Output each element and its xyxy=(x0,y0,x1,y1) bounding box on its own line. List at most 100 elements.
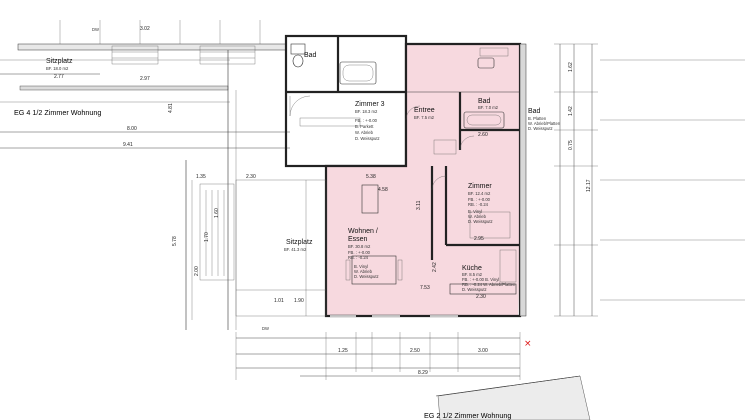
apartment-label: EG 4 1/2 Zimmer Wohnung xyxy=(14,108,101,117)
room-name: Entree xyxy=(414,107,435,114)
spec-line: D. Weissputz xyxy=(354,274,379,279)
spec-line: W. Abrieb/Platten xyxy=(528,121,561,126)
dimension: 2.97 xyxy=(140,76,150,82)
dimension: 5.38 xyxy=(366,174,376,180)
dimension: 8.00 xyxy=(127,126,137,132)
bathtub-inner xyxy=(342,64,374,82)
dimension: 1.62 xyxy=(568,62,574,72)
dimension: 1.35 xyxy=(196,174,206,180)
room-area: BF. 18.0 m2 xyxy=(46,66,69,71)
spec-line: FB. : +-0.00 xyxy=(355,118,378,123)
room-name: Küche xyxy=(462,265,482,272)
room-area: BF. 30.8 m2 xyxy=(348,244,371,249)
sink xyxy=(477,57,495,69)
spec-line: B. Vinyl xyxy=(354,264,368,269)
dimension: 2.30 xyxy=(476,294,486,300)
sitzplatz-area xyxy=(199,179,327,317)
bathtub xyxy=(463,111,505,129)
bathtub xyxy=(339,61,377,85)
room-name: Zimmer 3 xyxy=(355,101,385,108)
spec-line: FB. : +-0.00 B. Vinyl xyxy=(462,277,499,282)
close-icon: × xyxy=(524,339,532,349)
door-swing xyxy=(431,175,447,191)
spec-line: W. Abrieb xyxy=(468,214,487,219)
dimension: 1.25 xyxy=(338,348,348,354)
dimension: 5.78 xyxy=(172,236,178,246)
dimension: 1.90 xyxy=(294,298,304,304)
spec-line: B. Vinyl xyxy=(468,209,482,214)
room-name: Wohnen / xyxy=(348,228,378,235)
room-specs: FB. : +-0.00 B. Parkett W. Abrieb D. Wei… xyxy=(355,118,380,141)
wardrobe xyxy=(433,139,457,155)
spec-line: D. Weissputz xyxy=(468,219,493,224)
spec-line: W. Abrieb xyxy=(355,130,374,135)
room-area: BF. 7.5 m2 xyxy=(414,115,435,120)
chair xyxy=(345,259,351,281)
spec-line: D. Weissputz xyxy=(355,136,380,141)
wall-band xyxy=(17,43,287,51)
spec-line: W. Abrieb xyxy=(354,269,373,274)
dimension: 1.42 xyxy=(568,106,574,116)
dimension: 2.42 xyxy=(432,262,438,272)
room-name: Essen xyxy=(348,236,368,243)
dimension: 2.50 xyxy=(410,348,420,354)
toilet xyxy=(290,43,306,55)
spec-line: RB. : -0.24 xyxy=(468,202,489,207)
apartment-label: EG 2 1/2 Zimmer Wohnung xyxy=(424,411,511,420)
spec-line: B. Parkett xyxy=(355,124,374,129)
wall-band xyxy=(19,85,229,91)
toilet-bowl xyxy=(292,54,304,68)
room-area: BF. 7.0 m2 xyxy=(478,105,499,110)
spec-line: FB. : +-0.00 xyxy=(468,197,491,202)
dimension: 4.81 xyxy=(168,103,174,113)
room-area: BF. 8.5 m2 xyxy=(462,272,483,277)
room-name: Bad xyxy=(478,98,491,105)
dimension: 2.77 xyxy=(54,74,64,80)
bottom-dimension-chain xyxy=(235,332,521,380)
dimension: 3.11 xyxy=(416,200,422,210)
closet xyxy=(299,117,361,127)
room-name: Sitzplatz xyxy=(286,239,313,246)
outer-wall xyxy=(519,43,527,317)
dw-mark: DW xyxy=(92,27,99,32)
counter xyxy=(479,47,509,57)
elevation-table xyxy=(111,45,256,65)
spec-line: D. Weissputz xyxy=(528,126,553,131)
dimension: 0.75 xyxy=(568,140,574,150)
terrace-outline xyxy=(235,179,327,317)
spec-line: RB. : -0.24 xyxy=(348,255,369,260)
dw-mark: DW xyxy=(262,326,269,331)
dimension: 12.17 xyxy=(586,179,592,192)
dimension: 3.02 xyxy=(140,26,150,32)
spec-line: D. Weissputz xyxy=(462,287,487,292)
dimension: 4.58 xyxy=(378,187,388,193)
dimension: 3.00 xyxy=(478,348,488,354)
dimension: 8.29 xyxy=(418,370,428,376)
sofa xyxy=(361,184,379,214)
kitchen-counter xyxy=(499,249,517,283)
kitchen-counter xyxy=(449,283,517,295)
spec-line: B. Platten xyxy=(528,116,547,121)
spec-line: RB. : -0.24 W. Abrieb/Platten xyxy=(462,282,516,287)
dimension: 1.60 xyxy=(214,208,220,218)
dimension: 2.60 xyxy=(478,132,488,138)
dimension: 1.01 xyxy=(274,298,284,304)
tick-marks xyxy=(600,59,745,301)
door-swing xyxy=(459,135,475,151)
property-line xyxy=(435,375,581,397)
dimension: 1.70 xyxy=(204,232,210,242)
dimension: 2.30 xyxy=(246,174,256,180)
dimension: 2.95 xyxy=(474,236,484,242)
dimension: 9.41 xyxy=(123,142,133,148)
bed xyxy=(469,211,511,239)
room-area: BF. 18.3 m2 xyxy=(355,109,378,114)
bathtub-inner xyxy=(466,114,502,126)
right-dimension-chain xyxy=(554,43,598,317)
room-area: BF. 12.4 m2 xyxy=(468,191,491,196)
room-name: Sitzplatz xyxy=(46,58,73,65)
dimension: 7.53 xyxy=(420,285,430,291)
room-name: Bad xyxy=(528,108,541,115)
room-name: Zimmer xyxy=(468,183,492,190)
planter xyxy=(199,183,235,281)
